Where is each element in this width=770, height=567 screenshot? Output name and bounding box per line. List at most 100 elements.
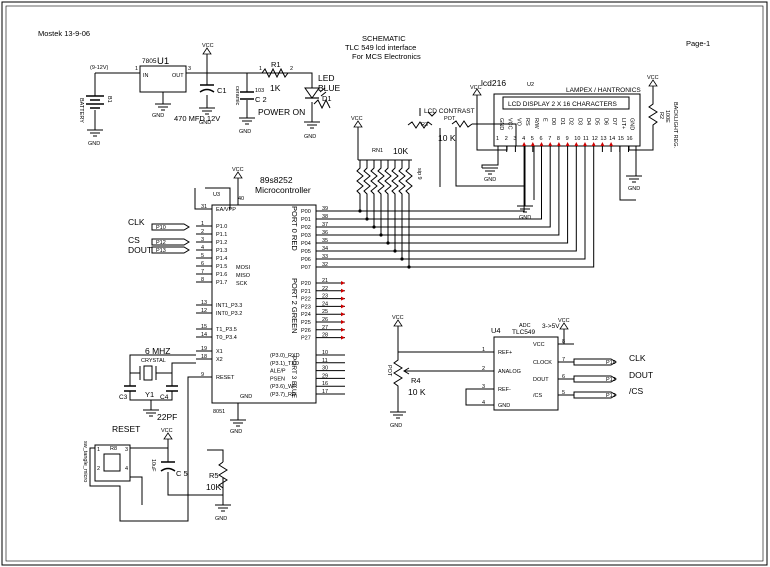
mcu-port3-pin-name-16: (P3.6)_WR [270,384,297,390]
mcu-port0-pin-name-32: P07 [301,265,311,271]
spi-mosi-label: MOSI [236,265,251,271]
r4-label: R4 [411,376,421,385]
c1-value: 470 MFD 12V [174,114,220,123]
crystal-gnd-wire [129,391,173,410]
reset-sw-pin2: 2 [97,466,100,472]
mcu-gnd-symbol [230,419,246,427]
mcu-port0-pin-number-33: 33 [322,254,328,260]
mcu-port0-pin-number-36: 36 [322,230,328,236]
battery-label: BATTERY [78,98,84,123]
mcu-port3-pin-number-29: 29 [322,373,328,379]
lcd-rw-gnd-symbol [517,205,533,213]
lcd-section: lcd216 U2 LAMPEX / HANTRONICS LCD DISPLA… [407,75,678,221]
mcu-left-pin-name-1: P1.0 [216,224,227,230]
adc-pot-label: POT [386,365,392,377]
bus-junction-3 [379,233,383,237]
mcu-port2-pin-number-25: 25 [322,309,328,315]
bus-rn1-link-1 [345,205,368,220]
rn1-resistor-2 [363,160,371,205]
c2-label: C 2 [255,95,267,104]
rn1-section: VCC RN1 10K sip 9 [351,116,422,205]
u1-gnd-symbol [155,103,171,111]
mcu-port0-pin-number-32: 32 [322,262,328,268]
c1-label: C1 [217,86,227,95]
bus-junction-1 [365,217,369,221]
mcu-port2-pin-name-23: P22 [301,297,311,303]
conn-p13-adc-label: P13 [606,377,616,383]
adc-right-pin-name-8: VCC [533,342,545,348]
mcu-port0-pin-name-39: P00 [301,209,311,215]
vcc-arrow-c1 [202,47,212,55]
battery-gnd-symbol [87,129,103,137]
mcu-port2-arrow-21 [341,281,345,285]
adc-cs-label: /CS [629,386,644,396]
lcd-pin-number-1: 1 [496,136,499,142]
port0-label: PORT 0 RED [290,206,299,251]
lcd-pin-number-8: 8 [557,136,560,142]
r5-gnd-label: GND [215,516,227,522]
mcu-port3-pin-number-16: 16 [322,381,328,387]
lcd-pin-number-7: 7 [548,136,551,142]
mcu-family: 8051 [213,409,225,415]
mcu-port0-pin-name-35: P04 [301,241,311,247]
r1-pin2: 2 [290,66,293,72]
mcu-port2-pin-number-26: 26 [322,317,328,323]
crystal-pins [130,366,172,380]
page-number: Page-1 [686,39,710,48]
rn1-resistor-3 [370,160,378,205]
mcu-gnd-pin-name: GND [240,394,252,400]
supply-range-label: (9-12V) [90,65,109,71]
reset-sw-pin3: 3 [125,447,128,453]
lcd-display-window [502,96,630,110]
lcd-pin-name-15: LIT+ [620,118,626,129]
reset-sw-pin1: 1 [97,447,100,453]
power-supply-section: (9-12V) BATTERY B1 GND 7805 U1 IN OUT 1 … [78,43,341,147]
adc-right-pin-number-6: 6 [562,374,565,380]
c1-plate-bottom [199,88,215,93]
lcd-pin-name-3: VO [515,118,521,127]
mcu-port0-pin-number-34: 34 [322,246,328,252]
mcu-port2-pin-name-27: P26 [301,328,311,334]
bus-rn1-link-0 [345,205,361,212]
r1-label: R1 [271,60,281,69]
conn-p12-mcu [151,238,190,246]
mcu-port0-pin-name-33: P06 [301,257,311,263]
backlight-gnd-wire [619,146,637,201]
r1-pin1: 1 [259,66,262,72]
lcd-pin-number-5: 5 [531,136,534,142]
conn-p13-adc [573,375,617,383]
mcu-ref: U3 [213,192,220,198]
mcu-left-pin-name-3: P1.2 [216,240,227,246]
conn-p12-mcu-label: P12 [156,240,166,246]
mcu-port2-arrow-23 [341,296,345,301]
u1-regulator-box [139,65,187,93]
mcu-left-pin-name-9: RESET [216,375,235,381]
conn-p10-mcu [151,223,190,231]
c2-gnd-label: GND [239,129,251,135]
lcd-pin-number-16: 16 [627,136,633,142]
adc-vcc-wire [558,329,565,345]
adc-ref-minus-wire [465,388,478,406]
r3-ref: R3 [421,122,428,128]
battery-ref: B1 [106,96,112,103]
adc-left-pin-name-3: REF- [498,387,511,393]
u1-gnd-label: GND [152,113,164,119]
lcd-pin-arrow-12 [591,142,596,146]
rn1-sip: sip 9 [416,168,422,180]
port2-label: PORT 2 GREEN [290,278,299,334]
bus-junction-5 [393,249,397,253]
adc-ref: U4 [491,326,501,335]
mcu-port0-pin-number-35: 35 [322,238,328,244]
u1-ref-label: U1 [157,56,169,67]
vcc-label-lcd: VCC [470,85,482,91]
bus-rn1-link-7 [345,205,410,268]
lcd-gnd-wire [481,146,499,169]
lcd-pin-arrow-7 [548,142,553,146]
mcu-left-pin-name-14: T0_P3.4 [216,335,237,341]
r3-value: 10 K [438,133,456,143]
lcd-ref: U2 [527,82,534,88]
mcu-port2-pin-name-26: P25 [301,320,311,326]
adc-right-pin-name-5: /CS [533,393,543,399]
